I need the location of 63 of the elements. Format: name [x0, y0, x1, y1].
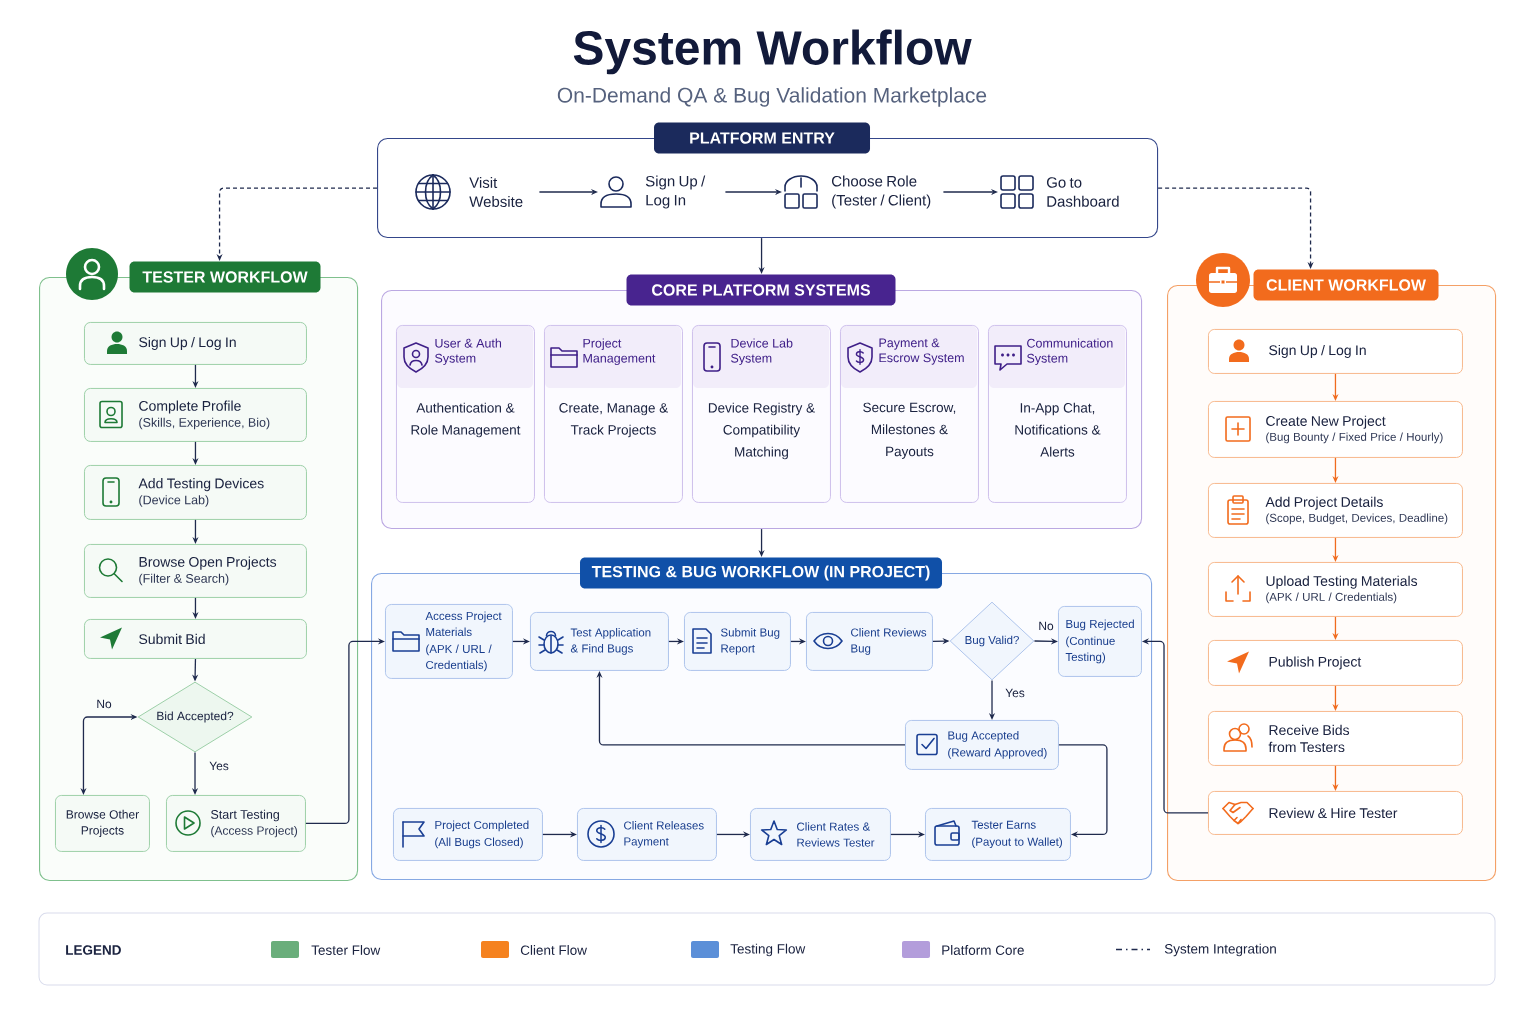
step-box: Complete Profile (Skills, Experience, Bio) — [84, 388, 307, 442]
legend-text: Platform Core — [942, 945, 1024, 955]
legend-text: System Integration — [1164, 943, 1276, 957]
node-label: Device Registry & Compatibility Matching — [708, 402, 815, 460]
edge-label: No — [97, 699, 112, 709]
node-label: Create, Manage & Track Projects — [559, 403, 669, 438]
section-heading: TESTING & BUG WORKFLOW (IN PROJECT) — [580, 557, 942, 589]
section-heading: PLATFORM ENTRY — [654, 122, 870, 154]
node-label: Authentication & Role Management — [411, 402, 521, 438]
step-box: Receive Bids from Testers — [1208, 711, 1463, 766]
step-label: Visit Website — [469, 177, 523, 207]
title: System Workflow — [573, 29, 972, 75]
step-box: Upload Testing Materials (APK / URL / Credentials) — [1208, 562, 1463, 617]
process-box: Bug Rejected (Continue Testing) — [1058, 606, 1142, 677]
arrow — [1058, 744, 1108, 838]
process-box: Access Project Materials (APK / URL / Credentials) — [385, 604, 513, 679]
node-label: Device Lab System — [731, 338, 793, 366]
process-box: Client Reviews Bug — [806, 612, 933, 671]
system-card: User & Auth System Authentication & Role Management — [396, 325, 535, 503]
step-box: Sign Up / Log In — [84, 322, 307, 365]
step-box: Publish Project — [1208, 640, 1463, 686]
edge-label: No — [1039, 621, 1054, 631]
legend-text: Testing Flow — [730, 943, 806, 957]
system-card: Device Lab System Device Registry & Compatibility Matching — [692, 325, 831, 503]
legend-text: Client Flow — [520, 945, 587, 955]
step-box: Browse Other Projects — [55, 795, 150, 852]
process-box: Project Completed (All Bugs Closed) — [393, 808, 543, 861]
step-box: Review & Hire Tester — [1208, 791, 1463, 835]
step-box: Submit Bid — [84, 619, 307, 659]
edge-label: Yes — [209, 761, 229, 771]
system-card: Project Management Create, Manage & Track Projects — [544, 325, 683, 503]
step-label: Sign Up / Log In — [645, 175, 706, 209]
step-label: Go to Dashboard — [1046, 177, 1119, 207]
step-box: Create New Project (Bug Bounty / Fixed Price / Hourly) — [1208, 401, 1463, 458]
step-box: Start Testing (Access Project) — [166, 795, 306, 852]
process-box: Bug Accepted (Reward Approved) — [905, 720, 1059, 770]
dashed-arrow — [1157, 187, 1314, 269]
section-heading: TESTER WORKFLOW — [129, 261, 321, 293]
process-box: Submit Bug Report — [684, 612, 791, 671]
section-heading: CORE PLATFORM SYSTEMS — [626, 274, 896, 306]
legend-heading: LEGEND — [66, 945, 121, 955]
process-box: Tester Earns (Payout to Wallet) — [925, 808, 1071, 861]
step-box: Browse Open Projects (Filter & Search) — [84, 544, 307, 598]
process-box: Test Application & Find Bugs — [530, 612, 669, 671]
legend-text: Tester Flow — [311, 945, 381, 955]
node-label: In-App Chat, Notifications & Alerts — [1015, 402, 1101, 457]
node-label: Project Management — [583, 338, 656, 366]
node-label: Payment & Escrow System — [879, 338, 964, 365]
process-box: Client Releases Payment — [577, 808, 717, 861]
system-card: Communication System In-App Chat, Notifications & Alerts — [988, 325, 1127, 503]
edge-label: Yes — [1005, 688, 1025, 698]
step-box: Add Testing Devices (Device Lab) — [84, 465, 307, 520]
step-box: Add Project Details (Scope, Budget, Devices, Deadline) — [1208, 483, 1463, 538]
subtitle: On-Demand QA & Bug Validation Marketplace — [557, 87, 987, 107]
system-card: Payment & Escrow System Secure Escrow, Milestones & Payouts — [840, 325, 979, 503]
node-label: Communication System — [1027, 338, 1113, 366]
node-label: Secure Escrow, Milestones & Payouts — [863, 402, 956, 459]
process-box: Client Rates & Reviews Tester — [750, 808, 891, 861]
step-box: Sign Up / Log In — [1208, 329, 1463, 374]
section-heading: CLIENT WORKFLOW — [1253, 269, 1439, 301]
arrow — [305, 638, 385, 825]
step-label: Choose Role (Tester / Client) — [832, 175, 931, 209]
node-label: User & Auth System — [435, 338, 502, 366]
